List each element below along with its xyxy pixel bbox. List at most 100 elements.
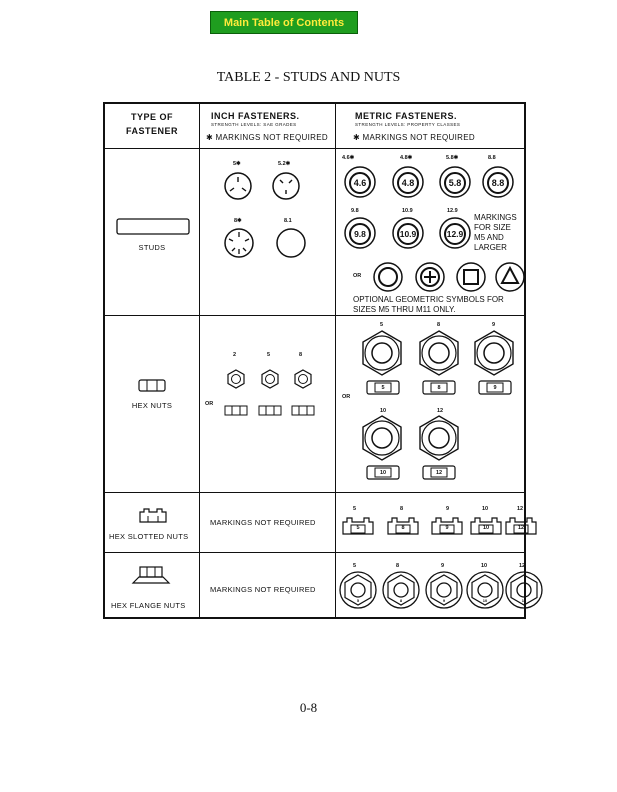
slotted-inch-text: MARKINGS NOT REQUIRED (210, 518, 316, 527)
metric-class-label: 12 (519, 563, 526, 569)
studs-label: STUDS (138, 243, 166, 252)
inch-grade-label: 8✱ (234, 218, 242, 224)
metric-flange-nut-icon (339, 571, 377, 609)
metric-slotted-nut-icon (470, 517, 502, 535)
flange-inch-text: MARKINGS NOT REQUIRED (210, 585, 316, 594)
metric-nut-mark-text: 8 (437, 385, 441, 391)
metric-class-label: 10 (380, 408, 387, 414)
inch-grade-label: 8.1 (284, 218, 292, 224)
metric-nut-mark-text: 10 (379, 470, 387, 476)
metric-stud-mark-text: 5.8 (448, 178, 462, 188)
grade-8-stud-mark-icon (224, 228, 254, 258)
inch-grade-label: 5 (267, 352, 271, 358)
plus-symbol-icon (415, 262, 445, 292)
hex-slotted-nut-icon (139, 508, 167, 523)
metric-stud-mark-icon (344, 166, 376, 198)
metric-class-label: 9.8 (351, 208, 359, 214)
metric-hex-nut-top-icon (474, 330, 514, 376)
metric-class-label: 10 (481, 563, 488, 569)
type-header-line1: TYPE OF (130, 112, 173, 122)
row-divider (105, 492, 524, 493)
inch-grade-label: 8 (299, 352, 303, 358)
metric-class-label: 9 (441, 563, 445, 569)
metric-class-label: 4.8✱ (400, 155, 413, 161)
metric-class-label: 8 (396, 563, 400, 569)
metric-class-label: 12 (517, 506, 524, 512)
page-title: TABLE 2 - STUDS AND NUTS (216, 70, 401, 85)
metric-hex-nut-side-icon (478, 380, 512, 395)
row-divider (105, 552, 524, 553)
metric-stud-mark-icon (439, 166, 471, 198)
inch-hex-nut-side-icon (291, 405, 315, 416)
metric-class-label: 5 (353, 563, 357, 569)
metric-nut-mark-text: 9 (493, 385, 497, 391)
grade-5-2-stud-mark-icon (272, 172, 300, 200)
metric-hex-nut-top-icon (419, 330, 459, 376)
main-toc-button[interactable]: Main Table of Contents (210, 11, 358, 34)
metric-class-label: 4.6✱ (342, 155, 355, 161)
inch-grade-label: 2 (233, 352, 237, 358)
metric-class-label: 8 (400, 506, 404, 512)
metric-class-label: 10.9 (402, 208, 413, 214)
metric-stud-mark-icon (392, 217, 424, 249)
triangle-symbol-icon (495, 262, 525, 292)
size-note: MARKINGS FOR SIZE M5 AND LARGER (474, 213, 517, 252)
metric-nut-mark-text: 5 (356, 598, 360, 603)
hex-slotted-nuts-label: HEX SLOTTED NUTS (109, 532, 189, 541)
geometric-note-line2: SIZES M5 THRU M11 ONLY. (353, 305, 456, 314)
or-label: OR (353, 273, 362, 279)
metric-nut-mark-text: 12 (521, 598, 527, 603)
metric-stud-mark-icon (392, 166, 424, 198)
metric-class-label: 5.8✱ (446, 155, 459, 161)
metric-nut-mark-text: 9 (445, 525, 449, 531)
metric-header: METRIC FASTENERS. (355, 111, 458, 121)
metric-nut-mark-text: 8 (401, 525, 405, 531)
geometric-note-line1: OPTIONAL GEOMETRIC SYMBOLS FOR (353, 295, 504, 304)
inch-hex-nut-side-icon (258, 405, 282, 416)
grade-8-1-stud-mark-icon (276, 228, 306, 258)
inch-note: ✱ MARKINGS NOT REQUIRED (206, 133, 328, 142)
circle-symbol-icon (373, 262, 403, 292)
metric-stud-mark-text: 8.8 (491, 178, 505, 188)
metric-flange-nut-icon (382, 571, 420, 609)
metric-class-label: 8 (437, 322, 441, 328)
metric-nut-mark-text: 9 (442, 598, 446, 603)
metric-class-label: 9 (492, 322, 496, 328)
inch-hex-nut-side-icon (224, 405, 248, 416)
inch-grade-label: 5✱ (233, 161, 241, 167)
stud-icon (116, 218, 190, 235)
metric-stud-mark-text: 12.9 (446, 229, 464, 239)
metric-class-label: 5 (380, 322, 384, 328)
metric-stud-mark-text: 10.9 (399, 229, 417, 239)
grade-5-stud-mark-icon (224, 172, 252, 200)
metric-stud-mark-text: 4.8 (401, 178, 415, 188)
column-divider (199, 104, 200, 617)
metric-hex-nut-side-icon (366, 380, 400, 395)
metric-class-label: 12.9 (447, 208, 458, 214)
inch-hex-nut-top-icon (261, 369, 279, 389)
inch-hex-nut-top-icon (294, 369, 312, 389)
metric-note: ✱ MARKINGS NOT REQUIRED (353, 133, 475, 142)
inch-header: INCH FASTENERS. (211, 111, 300, 121)
metric-flange-nut-icon (505, 571, 543, 609)
metric-nut-mark-text: 12 (517, 525, 525, 531)
metric-stud-mark-icon (344, 217, 376, 249)
studs-nuts-table: TYPE OF FASTENER INCH FASTENERS. STRENGT… (103, 102, 543, 619)
metric-nut-mark-text: 12 (435, 470, 443, 476)
metric-hex-nut-side-icon (422, 380, 456, 395)
metric-class-label: 8.8 (488, 155, 496, 161)
metric-nut-mark-text: 5 (381, 385, 385, 391)
row-divider (105, 148, 524, 149)
metric-stud-mark-icon (439, 217, 471, 249)
metric-flange-nut-icon (425, 571, 463, 609)
metric-subheader: STRENGTH LEVELS: PROPERTY CLASSES (355, 122, 461, 127)
metric-stud-mark-text: 9.8 (354, 229, 366, 239)
metric-hex-nut-side-icon (366, 465, 400, 480)
page-number: 0-8 (299, 700, 318, 715)
inch-grade-label: 5.2✱ (278, 161, 291, 167)
column-divider (335, 104, 336, 617)
metric-class-label: 5 (353, 506, 357, 512)
or-label: OR (342, 394, 351, 400)
metric-slotted-nut-icon (387, 517, 419, 535)
metric-nut-mark-text: 10 (482, 525, 490, 531)
